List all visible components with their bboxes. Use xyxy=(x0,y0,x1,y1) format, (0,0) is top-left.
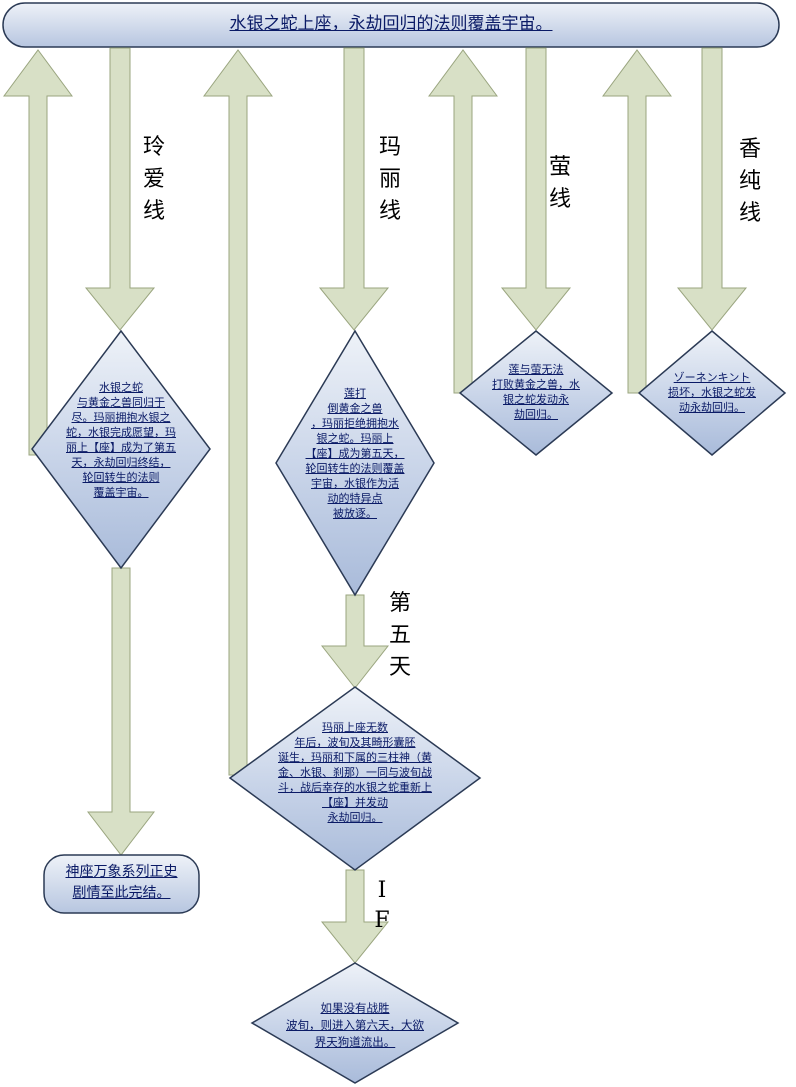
marie-outcome-node xyxy=(275,329,435,597)
reia-branch-label: 玲 爱 线 xyxy=(142,135,165,224)
fifth-heaven-node xyxy=(228,686,482,871)
kei-branch-label: 萤 线 xyxy=(548,155,571,212)
fifth-heaven-text: 玛丽上座无数 年后，波旬及其畸形囊胚 诞生，玛丽和下属的三柱神（黄 金、水银、刹… xyxy=(278,721,432,824)
fifth-heaven-return-arrow xyxy=(203,49,273,776)
kasumi-outcome-node xyxy=(637,330,787,456)
fifth-heaven-label: 第 五 天 xyxy=(388,591,411,680)
diagram-title: 水银之蛇上座，永劫回归的法则覆盖宇宙。 xyxy=(229,14,553,34)
kasumi-outcome-text: ゾーネンキント 损坏，水银之蛇发 动永劫回归。 xyxy=(668,371,756,414)
kasumi-branch-label: 香 纯 线 xyxy=(738,137,761,226)
reia-outcome-node xyxy=(31,329,211,570)
end-node xyxy=(43,854,200,914)
reia-return-arrow xyxy=(3,49,73,456)
reia-branch-arrow xyxy=(84,47,156,331)
title-bar xyxy=(2,2,780,48)
kei-outcome-node xyxy=(458,330,614,456)
kei-return-arrow xyxy=(428,49,498,394)
if-outcome-node xyxy=(250,962,460,1084)
marie-branch-label: 玛 丽 线 xyxy=(378,135,401,224)
reia-to-end-arrow xyxy=(86,567,156,856)
kasumi-branch-arrow xyxy=(676,47,748,331)
if-outcome-text: 如果没有战胜 波旬，则进入第六天，大欲 界天狗道流出。 xyxy=(286,1001,424,1049)
kasumi-return-arrow xyxy=(602,49,672,394)
if-label: I F xyxy=(374,878,390,933)
fifth-heaven-arrow xyxy=(320,594,390,689)
if-arrow xyxy=(320,869,390,964)
marie-outcome-text: 莲打 倒黄金之兽 ，玛丽拒绝拥抱水 银之蛇。玛丽上 【座】成为第五天， 轮回转生… xyxy=(305,387,405,520)
marie-branch-arrow xyxy=(318,47,390,331)
kei-outcome-text: 莲与萤无法 打败黄金之兽，水 银之蛇发动永 劫回归。 xyxy=(492,363,580,421)
end-text: 神座万象系列正史 剧情至此完结。 xyxy=(65,864,178,901)
reia-outcome-text: 水银之蛇 与黄金之兽同归于 尽。玛丽拥抱水银之 蛇，水银完成愿望，玛 丽上【座】… xyxy=(66,381,176,499)
kei-branch-arrow xyxy=(500,47,572,331)
